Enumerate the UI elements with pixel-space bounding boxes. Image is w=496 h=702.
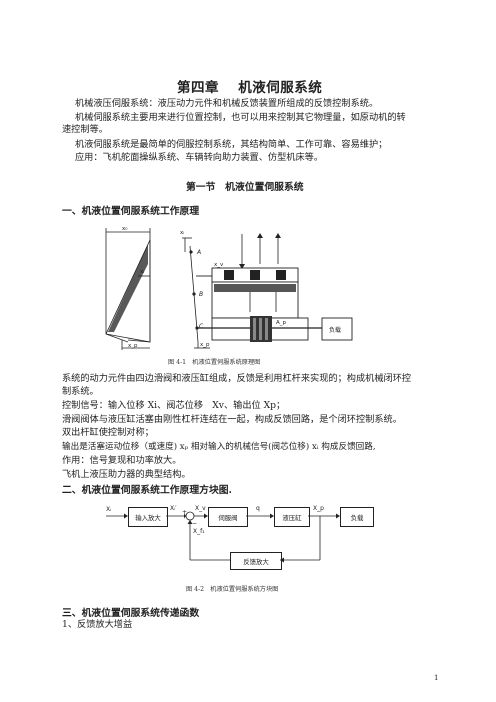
body-line-7: 作用：信号复现和功率放大。 [62,455,182,466]
subsection-3-title: 三、机液位置伺服系统传递函数 [62,608,200,619]
xi-label-left: xᵢ [140,269,144,275]
block-diagram-lines [106,511,340,563]
point-b-label: B [199,291,203,298]
figure-4-2: 输入放大 伺服阀 液压缸 负载 反馈放大 Xᵢ Xᵢ′ + − X_v q X_… [100,500,380,580]
point-a-label: A [196,249,201,256]
body-line-5: 双出杆缸使控制对称； [62,427,154,438]
page-number: 1 [434,674,439,682]
section-title: 第一节 机液位置伺服系统 [186,182,304,193]
body-line-3: 控制信号：输入位移 Xi、阀芯位移 Xv、输出位 Xp； [62,400,286,411]
signal-q: q [256,505,260,512]
point-c-label: C [199,323,204,330]
body-line-4: 滑阀阀体与液压缸活塞由刚性杠杆连结在一起，构成反馈回路，是个闭环控制系统。 [62,414,402,425]
intro-paragraph-2a: 机械伺服系统主要用来进行位置控制，也可以用来控制其它物理量，如原动机的转 [75,112,406,123]
intro-paragraph-4: 应用：飞机舵面操纵系统、车辆转向助力装置、仿型机床等。 [75,152,324,163]
figure-4-2-caption: 图 4-2 机液位置伺服系统方块图 [186,586,279,593]
item-1-text: 1、反馈放大增益 [62,619,133,630]
load-label-fig1: 负载 [329,326,341,334]
block-input-amplifier: 输入放大 [128,507,168,527]
ap-label: A_p [276,320,287,326]
signal-xi: Xᵢ [106,506,112,513]
signal-xp: X_p [313,505,324,512]
signal-xv: X_v [195,505,206,512]
sum-plus-sign: + [182,509,188,516]
body-line-8: 飞机上液压助力器的典型结构。 [62,469,191,480]
body-line-1: 系统的动力元件由四边滑阀和液压缸组成，反馈是利用杠杆来实现的；构成机械闭环控 [62,373,412,384]
body-line-6: 输出是活塞运动位移（或速度) xₚ 相对输入的机械信号(阀芯位移) xᵢ 构成反… [62,442,376,452]
block-feedback-amplifier: 反馈放大 [230,552,282,570]
figure-4-1-caption: 图 4-1 机液位置伺服系统原理图 [168,359,261,366]
chapter-title: 第四章 机液伺服系统 [177,80,323,96]
signal-xf: X_f₁ [193,528,205,535]
intro-paragraph-3: 机液伺服系统是最简单的伺服控制系统，其结构简单、工作可靠、容易维护； [75,139,388,150]
x0-label: x₀ [122,226,128,232]
sum-minus-sign: − [192,520,198,527]
block-servo-valve: 伺服阀 [208,507,248,527]
figure-4-1: x₀ xᵢ x_p xᵢ A B C x_p [100,224,360,356]
subsection-2-title: 二、机液位置伺服系统工作原理方块图. [62,485,232,496]
xi-label-lever: xᵢ [180,230,184,236]
xp-label-lever: x_p [200,342,210,348]
intro-paragraph-2b: 速控制等。 [62,124,108,135]
xv-label: x_v [214,262,224,268]
intro-paragraph-1: 机械液压伺服系统：液压动力元件和机械反馈装置所组成的反馈控制系统。 [75,98,379,109]
servo-schematic-drawing: x₀ xᵢ x_p xᵢ A B C x_p [105,226,353,350]
block-load: 负载 [340,507,374,527]
body-line-2: 制系统。 [62,386,99,397]
signal-xi-prime: Xᵢ′ [170,505,177,512]
subsection-1-title: 一、机液位置伺服系统工作原理 [62,206,200,217]
xp-label-left: x_p [128,343,138,349]
block-hydraulic-cylinder: 液压缸 [274,507,310,527]
